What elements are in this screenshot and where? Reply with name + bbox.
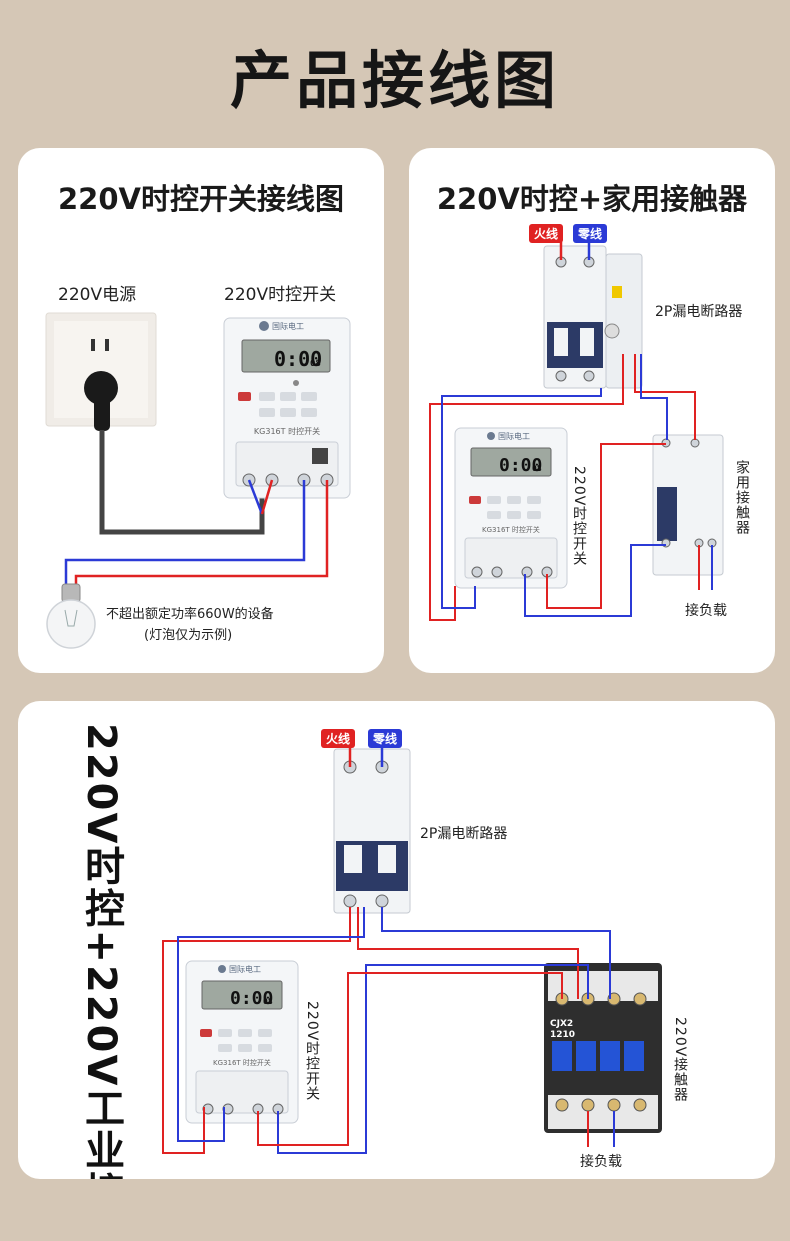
timer-switch-device-card3: 国际电工 0:00 08 KG316T 时控开关: [185, 960, 299, 1124]
breaker-label-card2: 2P漏电断路器: [655, 304, 743, 320]
lcd-time-card2: 0:00: [499, 455, 542, 476]
breaker-2p-card3: [333, 748, 411, 914]
contactor-label-card2: 家用接触器: [734, 460, 750, 535]
timer-switch-label-card2: 220V时控开关: [571, 466, 587, 567]
contactor-model: CJX2 1210: [550, 1019, 576, 1040]
card1-title: 220V时控开关接线图: [58, 182, 344, 216]
wiring-diagram-1: 国际电工 0:00 08 KG316T 时控开关: [45, 312, 351, 649]
bulb-note-line2: (灯泡仅为示例): [144, 628, 233, 643]
lcd-time-card3: 0:00: [230, 988, 273, 1009]
timer-switch-device: 国际电工 0:00 08 KG316T 时控开关: [223, 317, 351, 499]
device-model-card2: KG316T 时控开关: [482, 525, 540, 534]
device-brand-card2: 国际电工: [498, 431, 530, 441]
load-label-card2: 接负载: [685, 603, 727, 619]
card-industrial-contactor-wiring: 220V时控+220V工业接触器 国际电工 0:00 08: [18, 701, 775, 1179]
light-bulb: [46, 583, 96, 649]
card2-title: 220V时控+家用接触器: [436, 182, 748, 216]
breaker-label-card3: 2P漏电断路器: [420, 826, 508, 842]
lcd-time: 0:00: [274, 347, 322, 371]
device-model-card3: KG316T 时控开关: [213, 1058, 271, 1067]
live-wire-to-bulb: [74, 480, 329, 588]
live-tag-card2: 火线: [529, 224, 564, 243]
neutral-tag-card3: 零线: [368, 729, 403, 748]
page-title: 产品接线图: [229, 44, 560, 117]
timer-switch-label-card3: 220V时控开关: [304, 1001, 320, 1102]
device-brand-card3: 国际电工: [229, 964, 261, 974]
contactor-label-card3: 220V接触器: [672, 1017, 688, 1103]
card-timer-switch-wiring: 220V时控开关接线图 220V电源 220V时控开关 国际电工 0:00 08: [18, 148, 384, 673]
wiring-diagram-3: 国际电工 0:00 08 KG316T 时控开关: [162, 746, 662, 1154]
live-tag-card3: 火线: [321, 729, 356, 748]
wall-socket: [45, 312, 157, 431]
lcd-seconds-card3: 08: [263, 997, 273, 1006]
device-model: KG316T 时控开关: [254, 426, 320, 436]
industrial-contactor: [544, 963, 662, 1133]
neutral-tag-card2: 零线: [573, 224, 608, 243]
card-home-contactor-wiring: 220V时控+家用接触器 国际电工 0:00 08: [409, 148, 775, 673]
breaker-2p-card2: [543, 245, 643, 389]
bulb-note-line1: 不超出额定功率660W的设备: [106, 607, 274, 622]
lcd-seconds-card2: 08: [532, 464, 542, 473]
wiring-diagram-2: 国际电工 0:00 08 KG316T 时控开关: [429, 242, 724, 621]
lcd-seconds: 08: [310, 359, 321, 369]
home-contactor: [652, 434, 724, 576]
device-brand: 国际电工: [272, 321, 304, 331]
card3-vertical-title: 220V时控+220V工业接触器: [78, 723, 124, 1179]
timer-switch-device-card2: 国际电工 0:00 08 KG316T 时控开关: [454, 427, 568, 589]
timer-switch-label: 220V时控开关: [224, 285, 337, 305]
power-source-label: 220V电源: [58, 285, 137, 305]
load-label-card3: 接负载: [580, 1154, 622, 1170]
neutral-wire-to-bulb: [64, 480, 306, 588]
plug-cord: [99, 430, 265, 535]
